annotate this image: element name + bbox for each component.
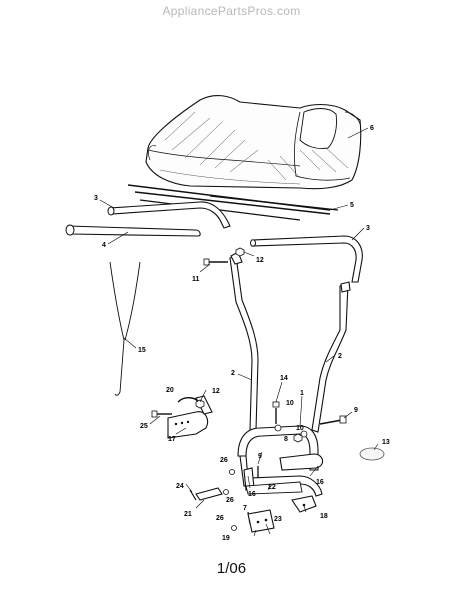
spring-bracket: [195, 487, 223, 501]
callout-10-lower: 10: [296, 425, 304, 432]
side-tube-left: [229, 251, 259, 431]
callout-3-left: 3: [94, 195, 98, 202]
hardware: [151, 247, 347, 531]
callout-5: 5: [350, 202, 354, 209]
spring-rod: [109, 261, 141, 396]
callout-16-right: 16: [316, 479, 324, 486]
callout-9-right: 9: [354, 407, 358, 414]
callout-3-right: 3: [366, 225, 370, 232]
callout-15: 15: [138, 347, 146, 354]
front-tube: [65, 224, 201, 237]
callout-25: 25: [140, 423, 148, 430]
lower-frame: [237, 425, 324, 497]
callout-17: 17: [168, 436, 176, 443]
callout-12-lower: 12: [212, 388, 220, 395]
callout-4: 4: [102, 242, 106, 249]
callout-26-lower: 26: [216, 515, 224, 522]
upper-frame-right: [250, 235, 363, 283]
callout-22: 22: [268, 484, 276, 491]
callout-19: 19: [222, 535, 230, 542]
callout-8: 8: [284, 436, 288, 443]
support-rods: [127, 184, 339, 221]
wheel-bracket-lower: [247, 509, 275, 533]
watermark: AppliancePartsPros.com: [162, 4, 301, 18]
callout-14: 14: [280, 375, 288, 382]
callout-16-left: 16: [248, 491, 256, 498]
callout-7: 7: [243, 505, 247, 512]
callout-labels: 6 5 3 4 3 11 12 15 2 2 1 14 20 12 10 9 2…: [94, 125, 390, 542]
callout-23: 23: [274, 516, 282, 523]
callout-2-left: 2: [231, 370, 235, 377]
callout-9-lower: 9: [258, 453, 262, 460]
cap-part: [359, 447, 385, 461]
side-tube-right: [311, 281, 351, 433]
callout-21: 21: [184, 511, 192, 518]
callout-1: 1: [300, 390, 304, 397]
callout-18: 18: [320, 513, 328, 520]
callout-26-middle: 26: [226, 497, 234, 504]
callout-2-right: 2: [338, 353, 342, 360]
callout-26-upper: 26: [220, 457, 228, 464]
callout-13: 13: [382, 439, 390, 446]
callout-12-upper: 12: [256, 257, 264, 264]
callout-6: 6: [370, 125, 374, 132]
upper-frame-left: [107, 201, 231, 229]
callout-24: 24: [176, 483, 184, 490]
wheel-bracket-right: [291, 495, 317, 513]
page-footer: 1/06: [216, 560, 247, 577]
callout-20: 20: [166, 387, 174, 394]
callout-10-upper: 10: [286, 400, 294, 407]
bracket-tube: [167, 395, 213, 439]
grass-bag: [145, 94, 362, 190]
leader-lines: [99, 127, 379, 537]
callout-11: 11: [192, 276, 200, 283]
